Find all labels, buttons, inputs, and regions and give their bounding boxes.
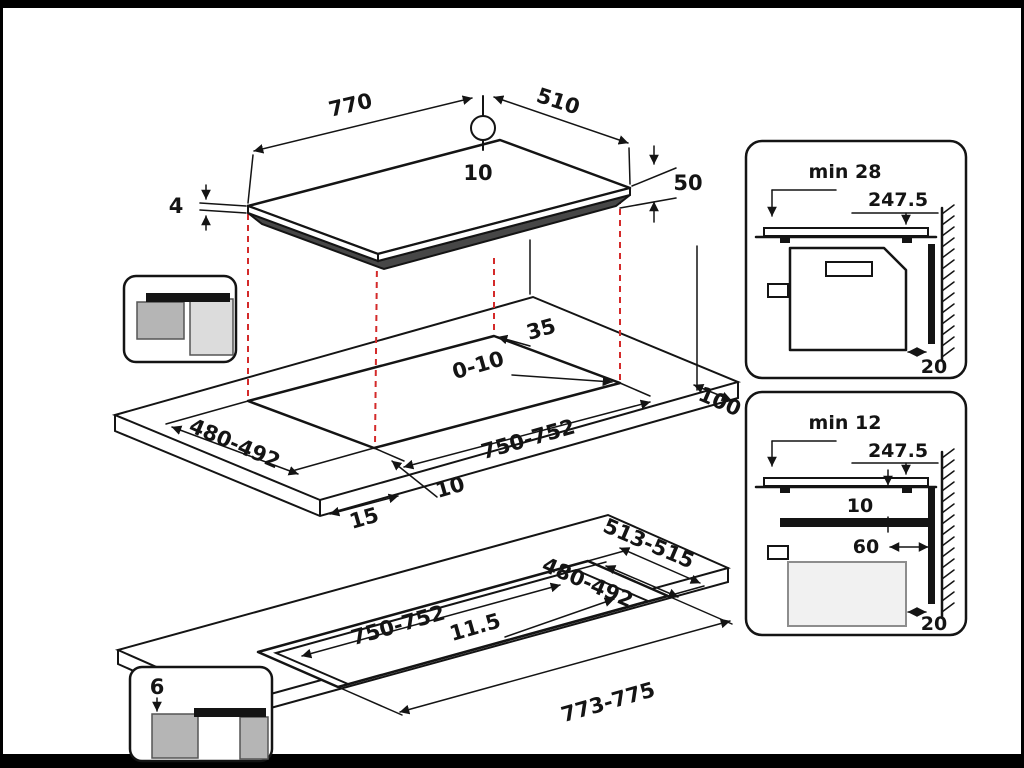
dim-750-line <box>403 399 651 470</box>
panel1-hob-section <box>763 227 929 237</box>
hole-marker-circle <box>470 115 496 141</box>
dim-510-line <box>493 95 629 145</box>
projection-extension-lines <box>529 239 698 391</box>
dim-0-10-leader <box>511 374 613 387</box>
panel1-clip-right <box>902 236 912 243</box>
dim-step-depth: 6 <box>150 675 165 699</box>
panel-shelf-section: min 12 247.5 10 60 20 <box>744 390 968 637</box>
projection-line-front <box>374 259 378 446</box>
dim-4-ext <box>199 202 247 214</box>
dim-480-line <box>171 425 299 476</box>
inset1-worktop-block <box>136 301 185 340</box>
panel2-appliance-block <box>787 561 907 627</box>
panel-overhang-section: min 28 247.5 20 <box>744 139 968 380</box>
panel2-shelf-bar <box>780 518 930 527</box>
panel1-vent-slot <box>825 261 873 277</box>
panel1-clip-left <box>780 236 790 243</box>
panel2-shelfinset-label: 60 <box>853 536 879 558</box>
dim-770-ext <box>247 154 254 204</box>
panel1-side-tab <box>767 283 789 298</box>
dim-50-ext <box>619 167 677 209</box>
inset1-cabinet-block <box>189 298 234 356</box>
panel2-hob-section <box>763 477 929 487</box>
inset2-hob-edge-bar <box>194 708 266 717</box>
panel1-offset-label: 247.5 <box>868 189 928 211</box>
dim-750-ext <box>373 382 651 462</box>
dim-total-height: 50 <box>673 171 702 195</box>
inset2-cabinet-block <box>239 716 269 760</box>
panel1-min-label: min 28 <box>809 161 882 183</box>
panel1-gap-bar <box>928 244 935 344</box>
dim-35-leader <box>497 334 531 347</box>
panel2-wall-hatch <box>941 448 955 613</box>
panel2-clip-left <box>780 486 790 493</box>
hob-glass-edge-right <box>377 186 631 263</box>
inset1-hob-edge-bar <box>146 293 230 302</box>
panel2-min-label: min 12 <box>809 412 882 434</box>
dim-100-line <box>693 383 732 402</box>
panel1-appliance-outline <box>788 246 908 352</box>
hob-isometric: 770 510 10 4 50 <box>169 83 703 271</box>
panel2-shelfgap-label: 10 <box>847 495 873 517</box>
panel2-side-tab <box>767 545 789 560</box>
dim-hole: 10 <box>463 161 492 185</box>
panel1-wall-hatch <box>941 204 955 358</box>
dim-510-ext <box>628 147 631 185</box>
dim-glass-thickness: 4 <box>169 194 184 218</box>
panel2-clip-right <box>902 486 912 493</box>
dim-480b-line <box>605 565 679 598</box>
detail-inset-overhang <box>122 274 238 364</box>
dim-10-leader <box>391 460 438 498</box>
worktop-thickness-edges <box>114 381 739 518</box>
panel2-wall-gap-label: 20 <box>921 613 947 635</box>
dim-773-line <box>399 618 731 715</box>
flush-recess-view: 750-752 11.5 513-515 480-492 773-775 <box>115 514 733 727</box>
dim-15-line <box>329 493 399 517</box>
projection-lines-red <box>247 198 621 446</box>
dim-480-ext <box>165 400 375 472</box>
panel1-wall-gap-label: 20 <box>921 356 947 378</box>
dim-770-line <box>253 95 473 154</box>
dim-480b-ext <box>575 561 607 571</box>
panel2-offset-label: 247.5 <box>868 440 928 462</box>
detail-inset-flush: 6 <box>128 665 274 763</box>
panel2-gap-bar <box>928 486 935 604</box>
inset2-worktop-block <box>151 713 199 759</box>
panel1-box <box>744 139 968 380</box>
